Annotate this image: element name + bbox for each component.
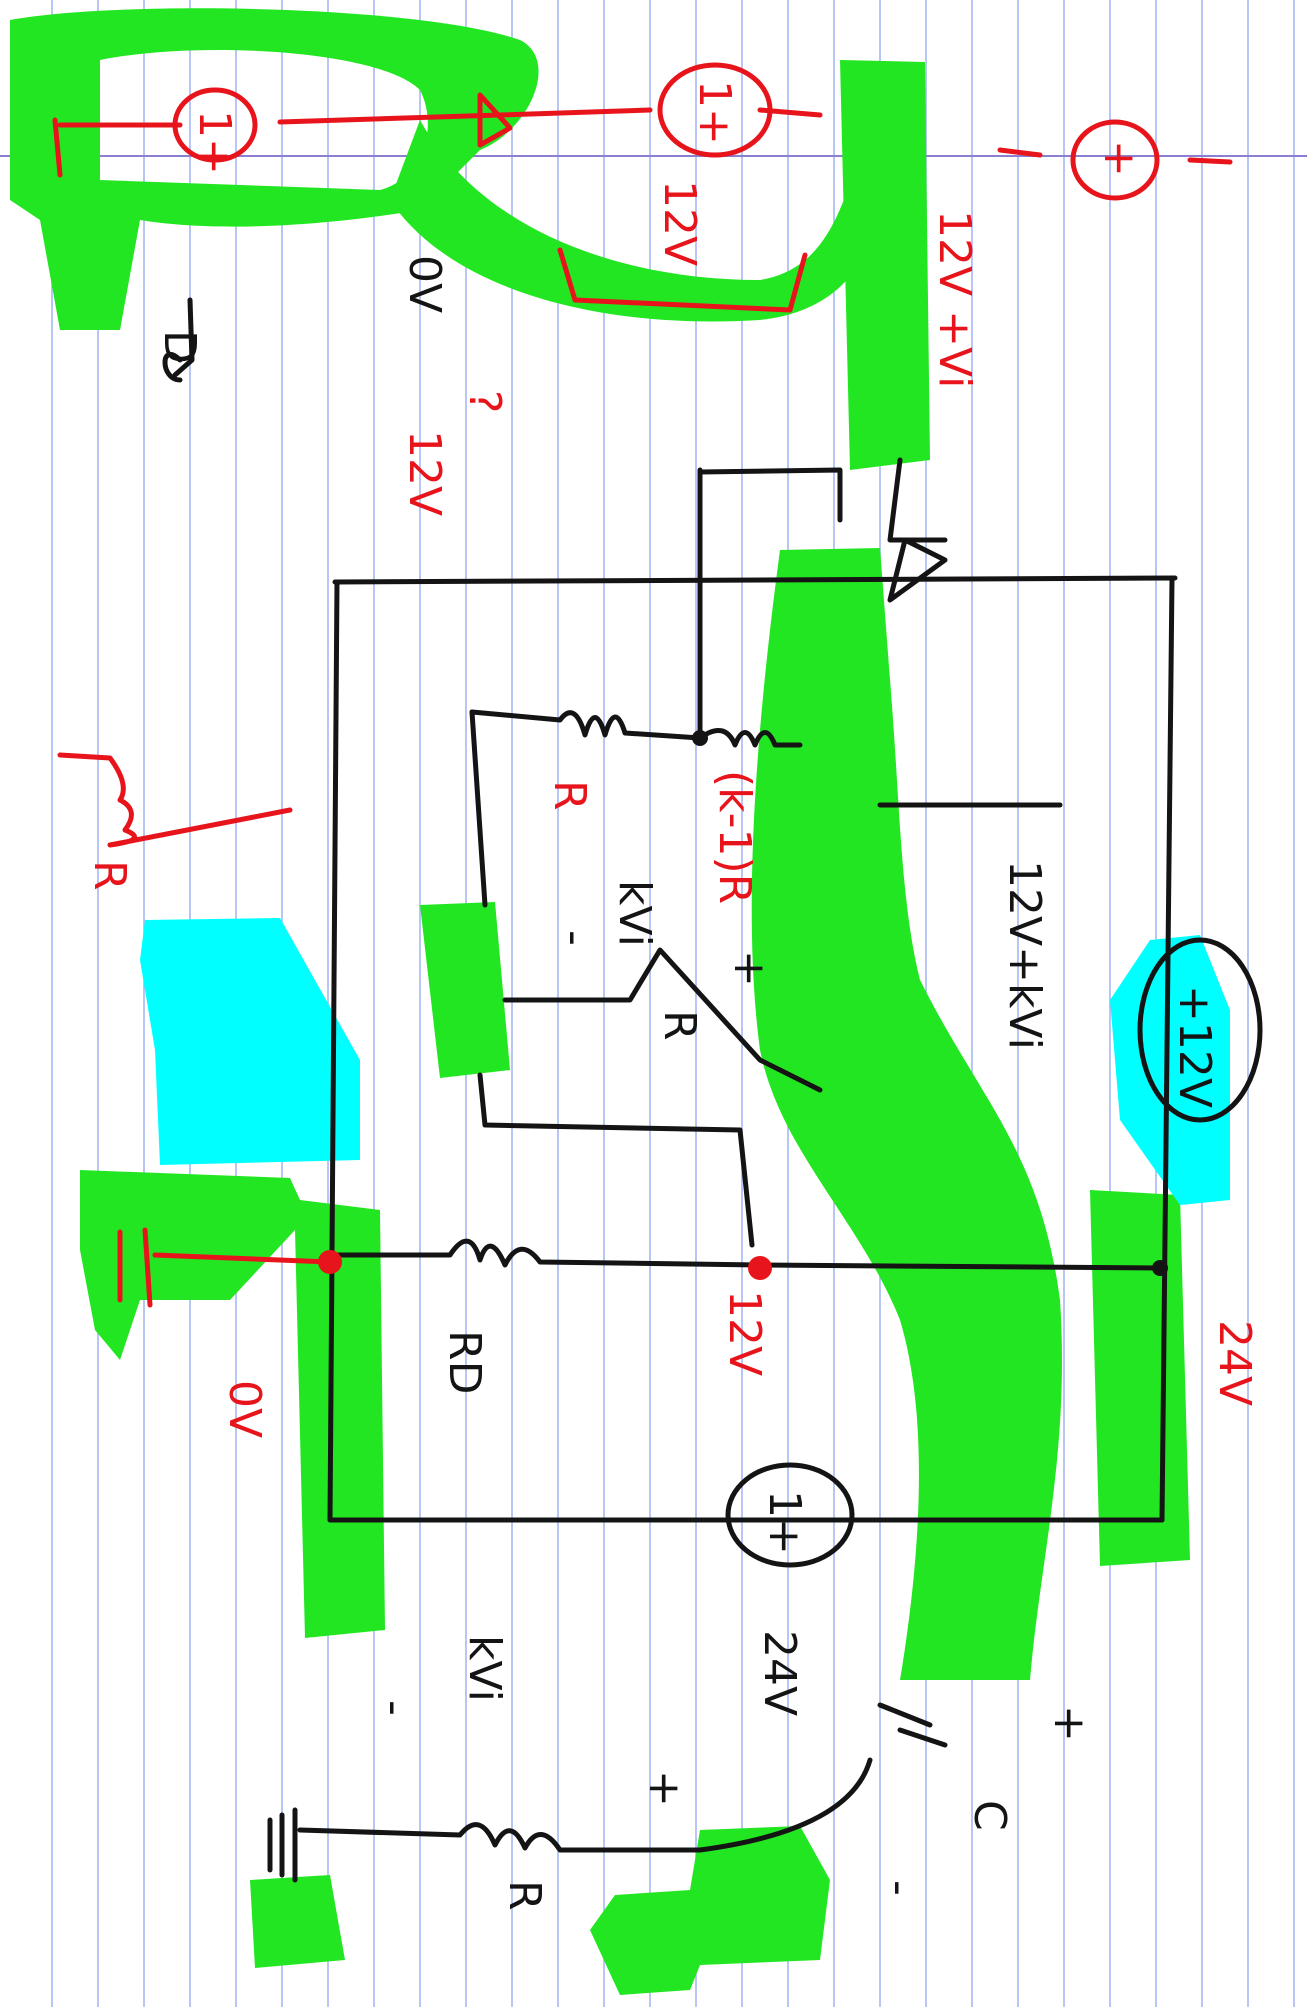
wire-stub-left-top [172, 297, 195, 378]
wire-left-inner [469, 709, 488, 908]
label-kVi-bottom: kVi [459, 1635, 510, 1702]
label-minus-right: - [874, 1880, 925, 1896]
wire-rd-crossing [502, 947, 823, 1093]
label-v-12-kvi: 12V+kVi [999, 860, 1050, 1050]
label-src-mid-right: +12V [1169, 985, 1220, 1108]
label-plus-right: + [1044, 1705, 1095, 1742]
source-top-left-circle [172, 87, 258, 163]
wire-capacitor-top [877, 1702, 948, 1748]
cyan-patch-right [1110, 935, 1230, 1205]
label-src-bottom: 1+ [759, 1490, 810, 1555]
label-v-12: 12V [654, 180, 705, 266]
source-top-right-circle [1070, 119, 1160, 201]
label-plus-bottom: + [639, 1770, 690, 1807]
label-R-top: R [544, 780, 595, 811]
source-bottom-circle [725, 1462, 855, 1568]
label-R-mid: R [654, 1010, 705, 1041]
label-R-bottom: R [499, 1880, 550, 1911]
green-blob-bottom-center [590, 1826, 830, 1995]
label-v-0-bottom: 0V [219, 1380, 270, 1438]
node-R-junction [692, 730, 708, 746]
wire-bottom-R [297, 1757, 873, 1853]
label-kVi-mid: kVi [609, 880, 660, 947]
label-R-D: RD [439, 1330, 490, 1394]
label-v-12-left: 12V [399, 430, 450, 516]
wire-right-rail [1159, 575, 1175, 1523]
label-v-0-top: 0V [399, 255, 450, 313]
label-src-top-left: 1+ [189, 110, 240, 175]
green-block-mid-left [420, 902, 510, 1078]
label-question: ? [459, 390, 510, 413]
resistor-R-left [57, 752, 293, 848]
label-minus-bottom: - [369, 1700, 420, 1716]
green-block-bottom-right [1090, 1190, 1190, 1566]
label-k1-R: (k-1)R [709, 770, 760, 904]
wire-left-inner-low [477, 1072, 755, 1248]
diode-triangle [887, 537, 948, 603]
label-C: C [964, 1800, 1015, 1831]
green-block-bottom-left [80, 1170, 385, 1638]
wire-RD [327, 1238, 1163, 1271]
green-curve-top [390, 120, 900, 322]
green-bar-top-right [840, 60, 930, 470]
node-24V [1152, 1260, 1168, 1276]
wire-top-rail [332, 575, 1178, 585]
green-loop-top-left [10, 8, 539, 330]
label-plus-mid: + [724, 950, 775, 987]
green-main-sweep [751, 548, 1063, 1680]
bracket-top [557, 247, 808, 313]
label-src-top-mid: 1+ [689, 80, 740, 145]
wire-top-loop [52, 107, 823, 178]
wire-resistor-R-branch [469, 709, 803, 748]
wire-mid-top [697, 467, 843, 523]
label-v-24-right: 24V [1209, 1320, 1260, 1406]
label-src-top-right: + [1094, 140, 1145, 177]
label-v-12-vi: 12V +Vi [929, 210, 980, 388]
red-ink [52, 62, 1233, 1308]
source-top-mid-circle [657, 62, 773, 158]
highlights [10, 8, 1230, 1995]
source-right-circle [1137, 937, 1263, 1123]
green-blob-bottom-left [250, 1875, 345, 1968]
diode-top-red [477, 92, 513, 148]
wire-vi-input [887, 457, 948, 543]
node-12V [748, 1256, 772, 1280]
node-0V [318, 1250, 342, 1274]
ground-stub [117, 1227, 333, 1308]
inductor-bottom-left [267, 1807, 298, 1883]
labels: 1+ 1+ + 12V 0V 12V +Vi ? 12V R (k-1)R kV… [84, 80, 1260, 1911]
wire-top-right [997, 147, 1233, 165]
cyan-patch-left [140, 918, 360, 1165]
black-wiring [162, 297, 1263, 1883]
label-minus-mid: - [549, 930, 600, 946]
wire-left-rail [327, 579, 340, 1523]
label-v-24-bottom: 24V [754, 1630, 805, 1716]
label-v-12-bottom: 12V [719, 1290, 770, 1376]
label-D: D [154, 330, 205, 364]
wire-d-left [162, 351, 183, 383]
label-R-left: R [84, 860, 135, 891]
